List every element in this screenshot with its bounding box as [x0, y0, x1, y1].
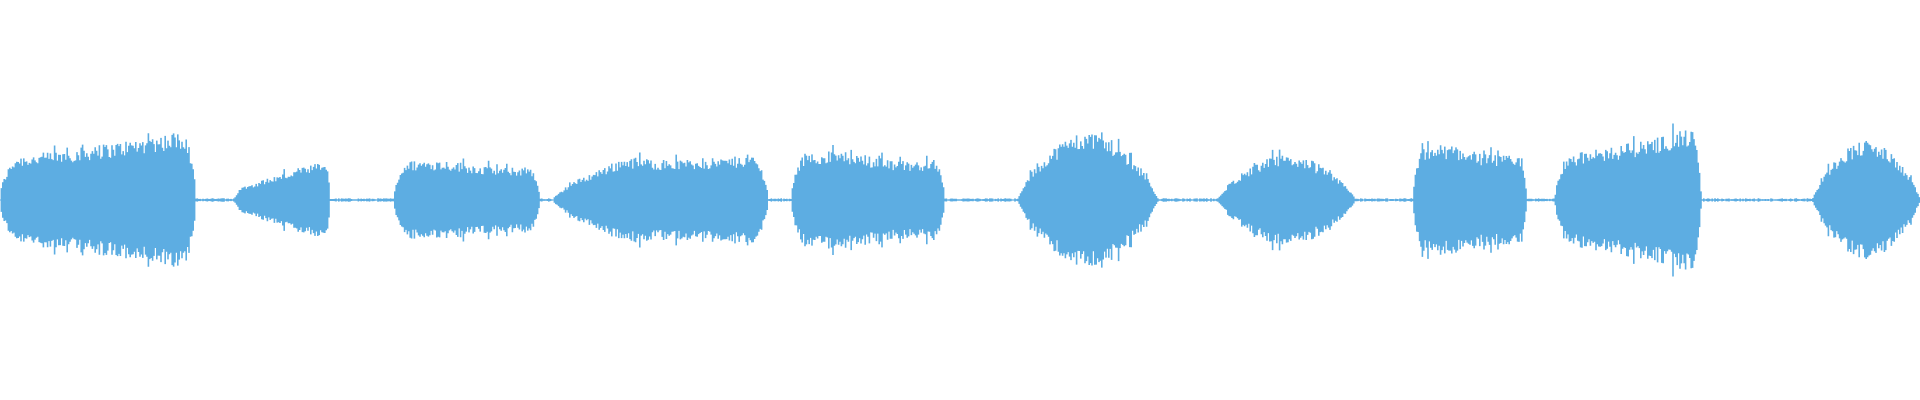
- audio-waveform: [0, 123, 1920, 277]
- waveform-svg: [0, 123, 1920, 277]
